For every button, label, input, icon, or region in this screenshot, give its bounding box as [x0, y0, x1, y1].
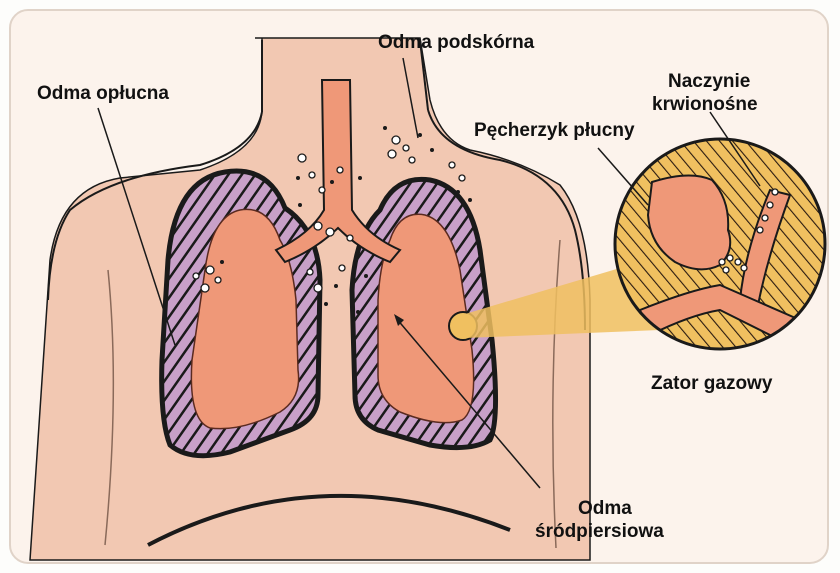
label-blood-vessel-line1: Naczynie: [668, 70, 750, 93]
label-subcutaneous-emphysema: Odma podskórna: [378, 31, 534, 54]
label-mediastinal-line2: śródpiersiowa: [535, 520, 664, 543]
label-mediastinal-line1: Odma: [578, 497, 632, 520]
label-blood-vessel-line2: krwionośne: [652, 93, 758, 116]
label-pleural-pneumothorax: Odma opłucna: [37, 82, 169, 105]
label-alveolus: Pęcherzyk płucny: [474, 119, 635, 142]
label-gas-embolism: Zator gazowy: [651, 372, 772, 395]
